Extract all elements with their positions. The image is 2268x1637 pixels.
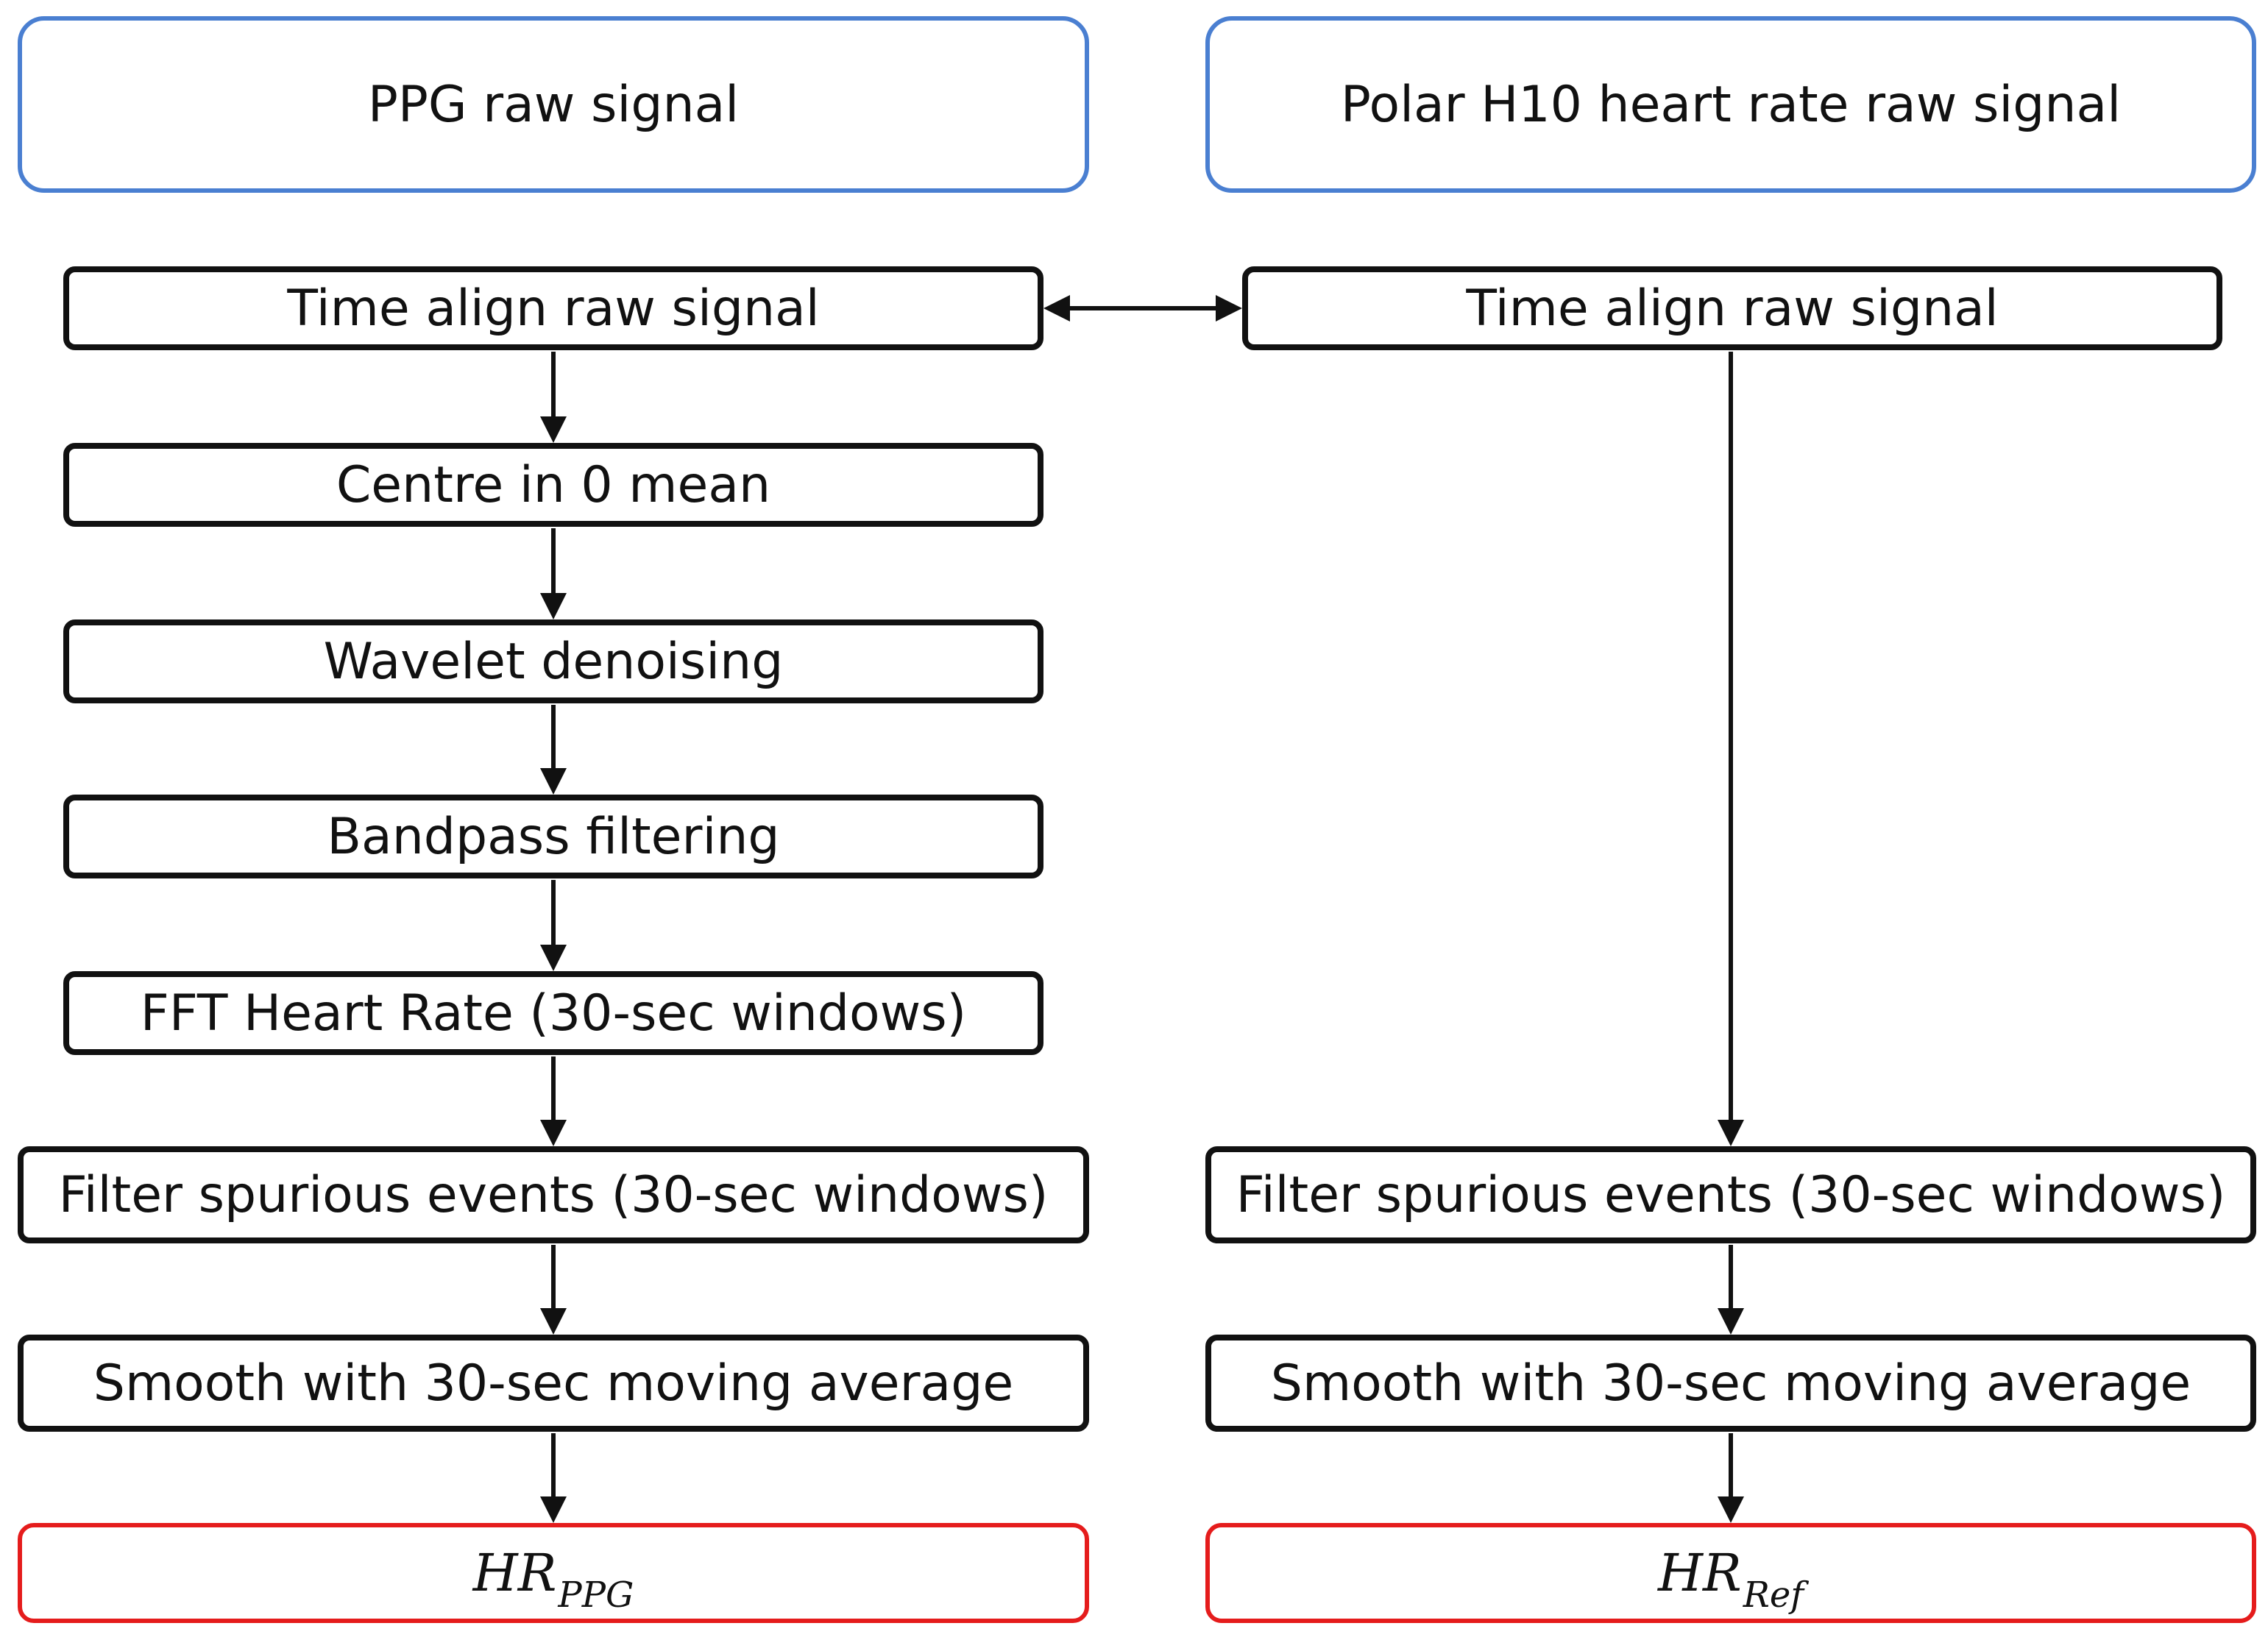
output-label-hr-ref: HRRef xyxy=(1658,1547,1804,1613)
output-label-hr-ppg: HRPPG xyxy=(473,1547,634,1613)
step-label: FFT Heart Rate (30-sec windows) xyxy=(140,984,967,1043)
step-time-align-left: Time align raw signal xyxy=(63,266,1043,350)
step-filter-spurious-right: Filter spurious events (30-sec windows) xyxy=(1205,1146,2256,1243)
output-subscript: PPG xyxy=(558,1574,634,1616)
step-label: Bandpass filtering xyxy=(327,807,780,866)
step-label: Centre in 0 mean xyxy=(336,455,771,514)
step-label: Filter spurious events (30-sec windows) xyxy=(58,1165,1049,1224)
output-base: HR xyxy=(472,1543,557,1603)
output-subscript: Ref xyxy=(1743,1574,1804,1616)
step-centre-zero-mean: Centre in 0 mean xyxy=(63,443,1043,527)
step-label: Time align raw signal xyxy=(1466,279,1999,338)
step-label: Smooth with 30-sec moving average xyxy=(1270,1354,2191,1413)
step-label: Time align raw signal xyxy=(287,279,820,338)
step-fft-heart-rate: FFT Heart Rate (30-sec windows) xyxy=(63,971,1043,1055)
step-bandpass-filtering: Bandpass filtering xyxy=(63,795,1043,878)
output-base: HR xyxy=(1657,1543,1742,1603)
source-label-polar-h10: Polar H10 heart rate raw signal xyxy=(1340,75,2122,134)
source-box-ppg: PPG raw signal xyxy=(18,16,1089,193)
source-label-ppg: PPG raw signal xyxy=(367,75,740,134)
output-box-hr-ref: HRRef xyxy=(1205,1523,2256,1623)
step-time-align-right: Time align raw signal xyxy=(1242,266,2222,350)
step-smooth-right: Smooth with 30-sec moving average xyxy=(1205,1335,2256,1432)
step-smooth-left: Smooth with 30-sec moving average xyxy=(18,1335,1089,1432)
step-label: Filter spurious events (30-sec windows) xyxy=(1236,1165,2226,1224)
source-box-polar-h10: Polar H10 heart rate raw signal xyxy=(1205,16,2256,193)
step-label: Wavelet denoising xyxy=(323,632,784,691)
step-label: Smooth with 30-sec moving average xyxy=(93,1354,1014,1413)
step-filter-spurious-left: Filter spurious events (30-sec windows) xyxy=(18,1146,1089,1243)
output-box-hr-ppg: HRPPG xyxy=(18,1523,1089,1623)
step-wavelet-denoising: Wavelet denoising xyxy=(63,619,1043,703)
